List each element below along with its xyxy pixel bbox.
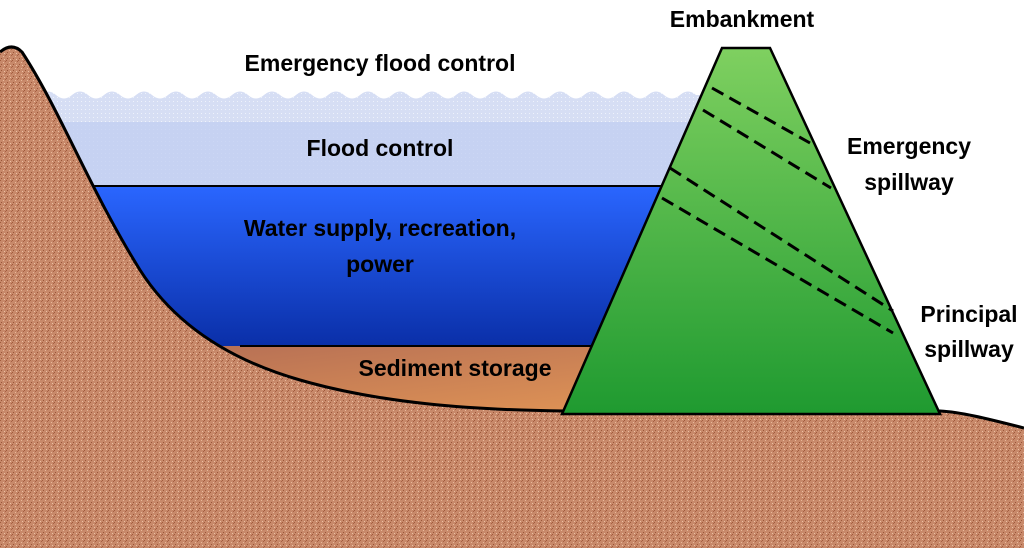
label-water-supply-power: power	[346, 251, 414, 277]
label-principal-spillway-2: spillway	[924, 336, 1014, 362]
principal-spillway-line	[669, 166, 894, 313]
label-sediment-storage: Sediment storage	[359, 355, 552, 381]
ground	[0, 47, 1024, 548]
embankment	[560, 46, 942, 416]
label-emergency-spillway-2: spillway	[864, 169, 954, 195]
label-emergency-spillway: Emergency	[847, 133, 971, 159]
label-embankment: Embankment	[670, 6, 815, 32]
flood-control-zone	[40, 122, 700, 186]
principal-spillway-line	[661, 196, 894, 335]
label-water-supply: Water supply, recreation,	[244, 215, 516, 241]
label-emergency-flood-control: Emergency flood control	[245, 50, 516, 76]
emergency-spillway-line	[702, 108, 832, 190]
label-flood-control: Flood control	[307, 135, 454, 161]
label-principal-spillway: Principal	[920, 301, 1017, 327]
